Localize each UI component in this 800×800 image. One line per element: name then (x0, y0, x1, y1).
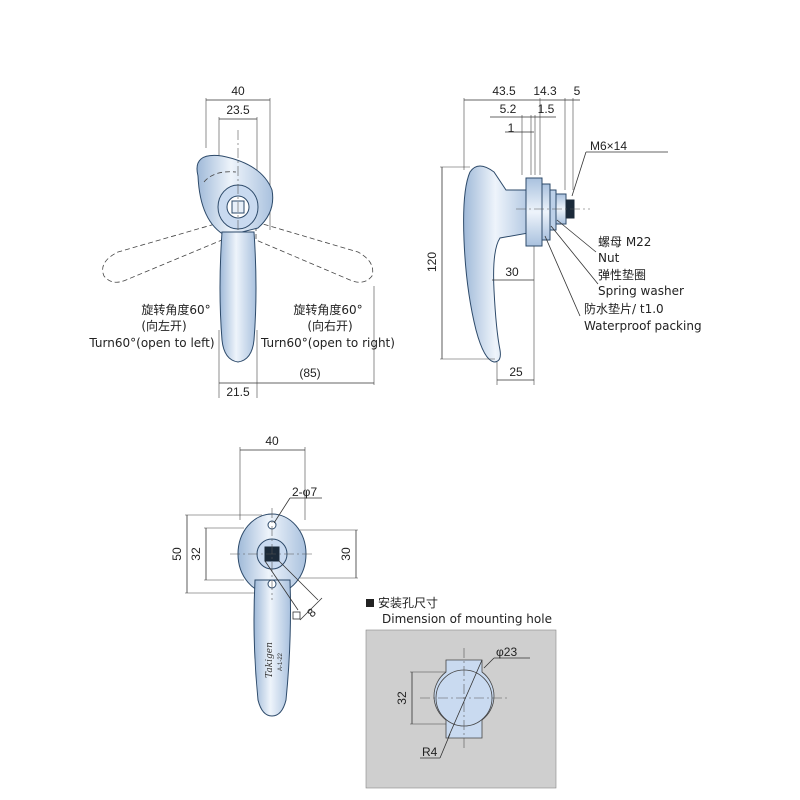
side-dim-30: 30 (505, 265, 519, 279)
thread-spec: M6×14 (590, 139, 627, 153)
side-view: 43.5 14.3 5 5.2 1.5 1 M6×14 120 30 (425, 84, 702, 385)
front-dim-40: 40 (231, 84, 245, 98)
nut-label-en: Nut (598, 251, 620, 265)
hole-radius: R4 (422, 745, 438, 759)
left-rotation-en: Turn60°(open to left) (88, 336, 214, 350)
right-rotation-dir: (向右开) (307, 318, 352, 333)
hole-height: 32 (395, 691, 409, 705)
right-rotation-en: Turn60°(open to right) (260, 336, 395, 350)
packing-label-en: Waterproof packing (584, 319, 702, 333)
square-size: 8 (304, 605, 319, 620)
nut-label-cn: 螺母 M22 (598, 235, 651, 249)
rear-dim-32: 32 (189, 547, 203, 561)
rear-dim-30: 30 (339, 547, 353, 561)
front-dim-85: (85) (299, 366, 320, 380)
brand-mark: Takigen (265, 642, 275, 678)
mounting-title-en: Dimension of mounting hole (382, 612, 552, 626)
rear-dim-40: 40 (265, 434, 279, 448)
washer-label-cn: 弹性垫圈 (598, 267, 646, 282)
left-rotation-cn: 旋转角度60° (141, 302, 210, 317)
side-dim-5-2: 5.2 (500, 102, 517, 116)
washer-label-en: Spring washer (598, 284, 684, 298)
side-dim-14-3: 14.3 (533, 84, 557, 98)
rear-view: 40 50 32 30 Takigen A-1-22 2-φ7 8 (170, 434, 358, 717)
side-dim-5: 5 (574, 84, 581, 98)
packing-label-cn: 防水垫片/ t1.0 (584, 301, 664, 316)
side-height-120: 120 (425, 252, 439, 272)
hole-diameter: φ23 (496, 645, 517, 659)
front-dim-23-5: 23.5 (226, 103, 250, 117)
model-mark: A-1-22 (278, 652, 284, 671)
right-rotation-cn: 旋转角度60° (293, 302, 362, 317)
title-square-icon (366, 599, 374, 607)
mounting-holes-spec: 2-φ7 (292, 485, 317, 499)
rear-dim-50: 50 (170, 547, 184, 561)
side-dim-43-5: 43.5 (492, 84, 516, 98)
mounting-title-cn: 安装孔尺寸 (378, 595, 438, 610)
side-dim-1: 1 (508, 121, 515, 135)
side-dim-25: 25 (509, 365, 523, 379)
mounting-hole-detail: 安装孔尺寸 Dimension of mounting hole φ23 32 … (365, 595, 557, 789)
side-dim-1-5: 1.5 (538, 102, 555, 116)
front-view: 40 23.5 21.5 (85) 旋转角度60° (向左开) Turn60°(… (88, 84, 395, 399)
front-dim-21-5: 21.5 (226, 385, 250, 399)
left-rotation-dir: (向左开) (141, 318, 186, 333)
